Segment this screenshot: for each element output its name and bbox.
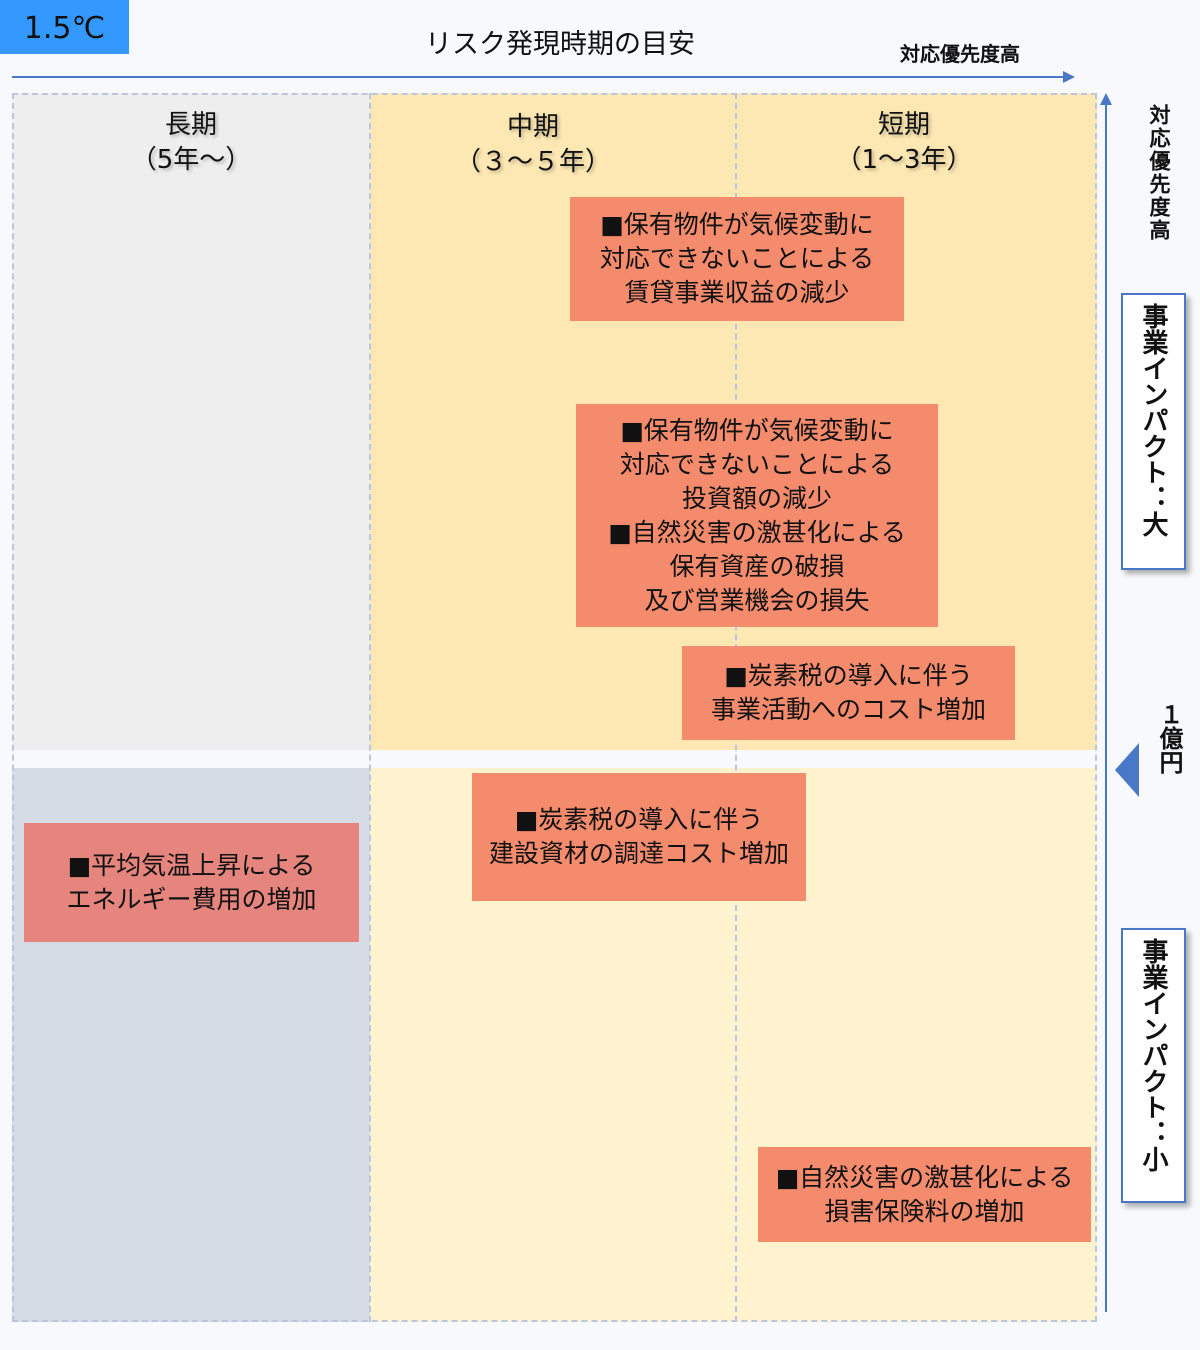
grid-divider [369, 93, 371, 1322]
impact-high-label: 事業インパクト：大 [1121, 293, 1186, 570]
risk-box: ■保有物件が気候変動に 対応できないことによる 投資額の減少 ■自然災害の激甚化… [576, 404, 938, 627]
region-long-high [12, 93, 370, 750]
y-axis-arrow-icon [1100, 93, 1112, 105]
grid-border [12, 93, 1097, 1322]
threshold-marker-icon [1115, 743, 1139, 797]
risk-box: ■自然災害の激甚化による 損害保険料の増加 [758, 1147, 1091, 1242]
impact-low-text: 事業インパクト：小 [1138, 938, 1168, 1172]
y-axis-priority-label: 対応優先度高 [1147, 104, 1171, 242]
x-axis-title: リスク発現時期の目安 [425, 29, 695, 60]
scenario-label: 1.5℃ [0, 0, 129, 54]
risk-box: ■炭素税の導入に伴う 事業活動へのコスト増加 [682, 646, 1015, 740]
risk-box: ■炭素税の導入に伴う 建設資材の調達コスト増加 [472, 773, 806, 901]
column-header-mid: 中期（３～５年） [454, 112, 611, 177]
threshold-label: １億円 [1155, 702, 1183, 774]
y-axis-line [1105, 100, 1107, 1312]
impact-high-text: 事業インパクト：大 [1138, 303, 1168, 537]
x-axis-arrow-icon [1063, 71, 1075, 83]
x-axis-line [12, 76, 1067, 78]
x-axis-priority-label: 対応優先度高 [900, 42, 1020, 66]
risk-box: ■保有物件が気候変動に 対応できないことによる 賃貸事業収益の減少 [570, 197, 904, 321]
column-header-long: 長期（5年～） [130, 110, 252, 175]
risk-box: ■平均気温上昇による エネルギー費用の増加 [24, 823, 359, 942]
impact-low-label: 事業インパクト：小 [1121, 928, 1186, 1203]
column-header-short: 短期（1～3年） [835, 110, 973, 175]
